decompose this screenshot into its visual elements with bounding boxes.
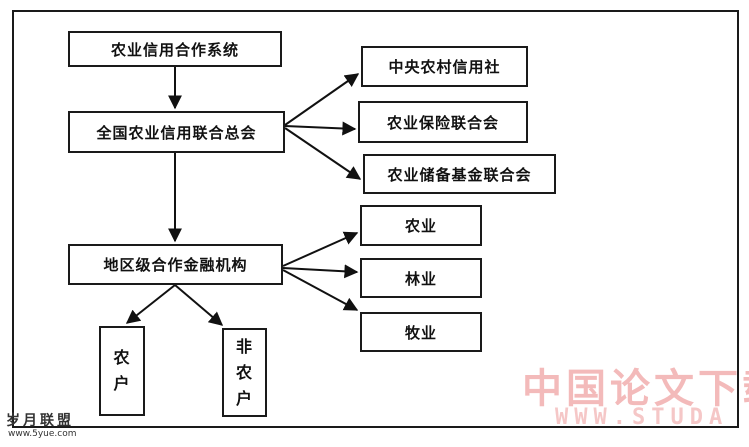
node-central-rural-credit-coop: 中央农村信用社 [361, 46, 528, 87]
arrow-union-to-insurance [284, 121, 357, 136]
non-farm-household-char: 户 [235, 388, 253, 408]
node-regional-cooperative-financial-institutions: 地区级合作金融机构 [68, 244, 283, 285]
watermark-cn-site: 中国论文下载 [522, 366, 749, 412]
farm-household-char: 户 [113, 374, 131, 393]
node-agricultural-reserve-fund-union: 农业储备基金联合会 [363, 154, 556, 194]
arrow-regional-to-agriculture [282, 231, 359, 267]
node-farm-household: 农 户 [99, 326, 145, 416]
non-farm-household-char: 农 [235, 362, 253, 382]
node-agricultural-insurance-union: 农业保险联合会 [358, 101, 528, 143]
watermark-url: WWW.STUDA [555, 405, 729, 430]
watermark-corner-site: 岁月联盟 [6, 413, 74, 429]
watermark-corner-url: www.5yue.com [8, 429, 77, 439]
arrow-regional-to-husbandry [282, 269, 359, 311]
node-non-farm-household: 非 农 户 [222, 328, 267, 417]
diagram-frame [12, 10, 739, 428]
node-animal-husbandry: 牧业 [360, 312, 482, 352]
arrow-regional-to-forestry [282, 264, 359, 279]
arrow-union-to-central-coop [284, 73, 360, 126]
non-farm-household-char: 非 [235, 336, 253, 356]
arrow-regional-to-farm-household [125, 284, 176, 324]
node-national-union: 全国农业信用联合总会 [68, 111, 285, 153]
node-agricultural-credit-system: 农业信用合作系统 [68, 31, 282, 67]
arrow-regional-to-non-farm-household [174, 284, 224, 326]
node-agriculture: 农业 [360, 205, 482, 246]
node-forestry: 林业 [360, 258, 482, 298]
arrow-union-to-reserve [284, 127, 362, 180]
farm-household-char: 农 [113, 348, 131, 367]
